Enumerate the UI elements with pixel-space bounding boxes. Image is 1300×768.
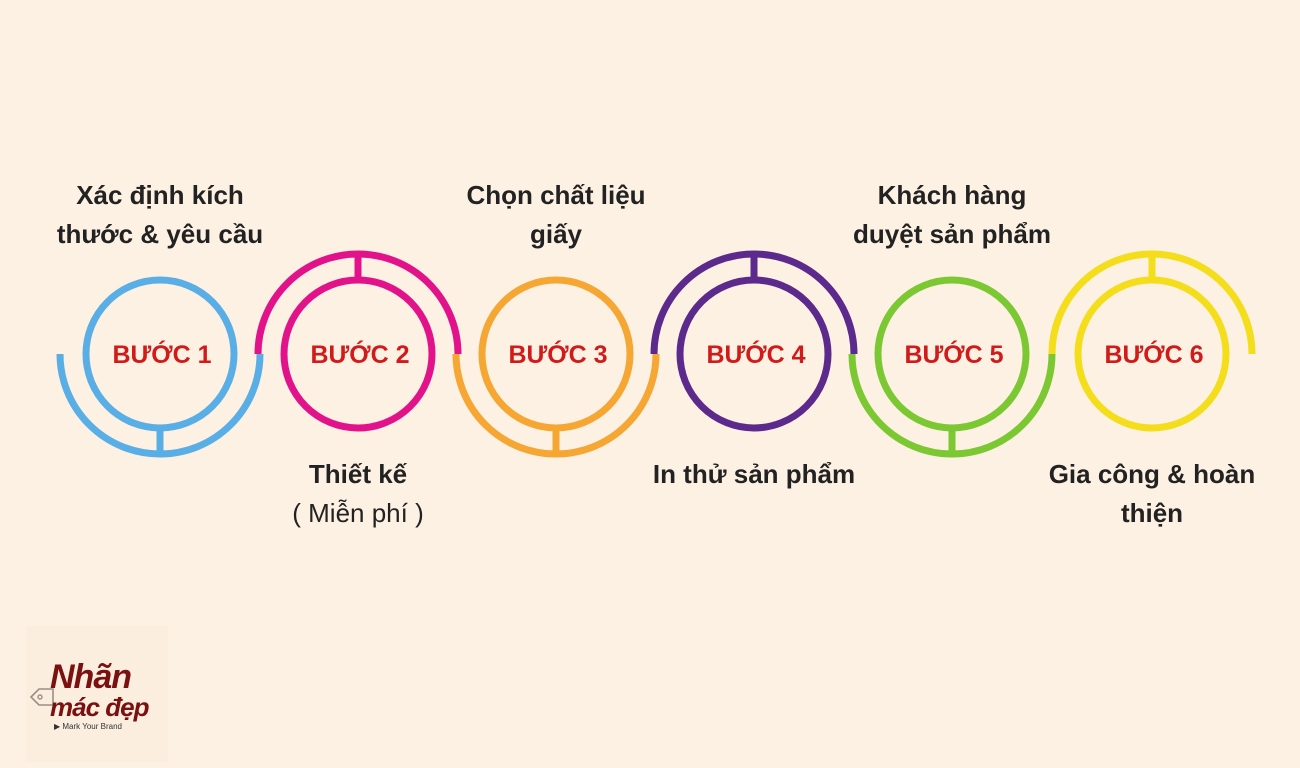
step-1-label-line: thước & yêu cầu — [56, 219, 264, 249]
step-3-circle — [478, 276, 634, 432]
step-3-label-line: Chọn chất liệu — [466, 180, 646, 210]
step-circles: BƯỚC 1 BƯỚC 2 BƯỚC 3 BƯỚC 4 BƯỚC 5 BƯỚC 6 — [82, 276, 1230, 432]
step-2-circle — [280, 276, 436, 432]
step-2-label: Thiết kế ( Miễn phí ) — [248, 455, 468, 533]
step-4-badge: BƯỚC 4 — [706, 339, 805, 369]
step-2-label-line: Thiết kế — [308, 459, 408, 489]
price-tag-icon — [29, 688, 54, 706]
step-1-circle — [82, 276, 238, 432]
step-5-label-line: duyệt sản phẩm — [853, 219, 1051, 249]
step-5-label-line: Khách hàng — [877, 180, 1027, 210]
step-1-label: Xác định kích thước & yêu cầu — [50, 176, 270, 254]
step-1-badge: BƯỚC 1 — [112, 339, 211, 369]
step-6-badge: BƯỚC 6 — [1104, 339, 1203, 369]
step-6-label: Gia công & hoàn thiện — [1042, 455, 1262, 533]
logo-tagline: ▶ Mark Your Brand — [54, 722, 122, 731]
step-5-badge: BƯỚC 5 — [904, 339, 1003, 369]
step-5-circle — [874, 276, 1030, 432]
step-2-sublabel: ( Miễn phí ) — [292, 498, 424, 528]
step-2-badge: BƯỚC 2 — [310, 339, 409, 369]
step-4-label: In thử sản phẩm — [644, 455, 864, 494]
step-6-label-line: thiện — [1120, 498, 1184, 528]
logo-tagline-text: Mark Your Brand — [62, 722, 122, 731]
step-3-label-line: giấy — [529, 219, 583, 249]
connector-arcs — [56, 250, 1256, 458]
step-6-label-line: Gia công & hoàn — [1048, 459, 1256, 489]
logo-text-line1: Nhãn — [50, 658, 132, 696]
step-4-circle — [676, 276, 832, 432]
step-6-circle — [1074, 276, 1230, 432]
logo-text-line2: mác đẹp — [50, 692, 149, 722]
step-3-label: Chọn chất liệu giấy — [446, 176, 666, 254]
step-4-label-line: In thử sản phẩm — [652, 459, 856, 489]
step-5-label: Khách hàng duyệt sản phẩm — [842, 176, 1062, 254]
brand-logo: Nhãn mác đẹp ▶ Mark Your Brand — [26, 626, 168, 762]
step-1-label-line: Xác định kích — [76, 180, 244, 210]
step-3-badge: BƯỚC 3 — [508, 339, 607, 369]
